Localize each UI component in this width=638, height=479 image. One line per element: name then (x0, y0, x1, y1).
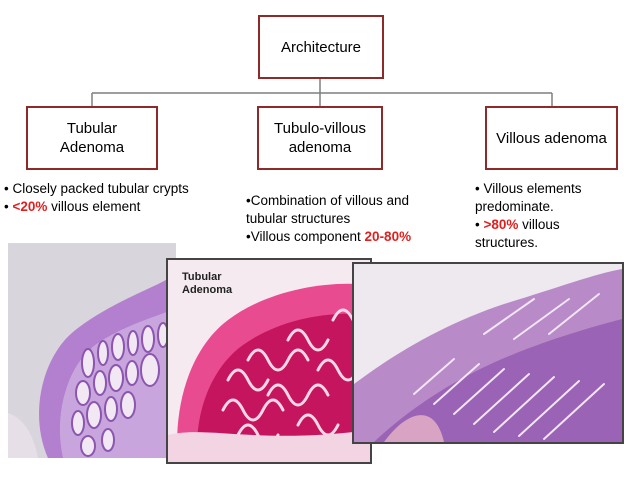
bullet-highlight: <20% (12, 199, 48, 214)
bullet-prefix: •Villous component (246, 229, 365, 244)
architecture-box: Architecture (258, 15, 384, 79)
villous-adenoma-label: Villous adenoma (496, 129, 607, 147)
tubulo-bullet-1-line1: •Combination of villous and (246, 193, 410, 208)
tubulo-bullet-1-line2: tubular structures (246, 211, 351, 226)
bullet-suffix: villous element (47, 199, 141, 214)
villous-bullet-2-line2: structures. (475, 235, 539, 250)
tubulo-villous-box: Tubulo-villous adenoma (257, 106, 383, 170)
tubular-caption-line1: Tubular (182, 271, 222, 283)
villous-adenoma-box: Villous adenoma (485, 106, 618, 170)
tubular-adenoma-line2: Adenoma (59, 139, 125, 156)
tubulo-villous-line1: Tubulo-villous (274, 120, 366, 137)
villous-micrograph (352, 262, 624, 444)
tubular-tissue-image (8, 243, 176, 458)
tubulo-bullet-2: •Villous component 20-80% (246, 228, 446, 246)
villous-bullets: • Villous elements predominate. • >80% v… (475, 180, 635, 252)
villous-bullet-2-line1: • >80% villous (475, 216, 635, 234)
tubular-bullet-2: • <20% villous element (4, 198, 244, 216)
bullet-highlight: >80% (483, 217, 519, 232)
villous-bullet-1-line2: predominate. (475, 199, 554, 214)
tubulo-villous-micrograph: Tubular Adenoma (166, 258, 372, 464)
tubular-adenoma-line1: Tubular (66, 120, 118, 137)
villous-tissue-image (354, 264, 622, 442)
bullet-highlight: 20-80% (364, 229, 412, 244)
bullet-suffix: villous (518, 217, 560, 232)
tubulo-villous-tissue-image: Tubular Adenoma (168, 260, 370, 462)
tubulo-villous-line2: adenoma (288, 139, 352, 156)
tubulo-villous-bullets: •Combination of villous and tubular stru… (246, 192, 446, 246)
bullet-prefix: • (475, 217, 484, 232)
tubular-adenoma-box: Tubular Adenoma (26, 106, 158, 170)
tubular-bullets: • Closely packed tubular crypts • <20% v… (4, 180, 244, 216)
tubular-bullet-1: • Closely packed tubular crypts (4, 180, 244, 198)
architecture-label: Architecture (280, 38, 362, 56)
tubular-caption-line2: Adenoma (182, 284, 233, 296)
bullet-text: • Closely packed tubular crypts (4, 181, 189, 196)
bullet-prefix: • (4, 199, 13, 214)
villous-bullet-1-line1: • Villous elements (475, 181, 582, 196)
tubular-micrograph (8, 243, 176, 458)
